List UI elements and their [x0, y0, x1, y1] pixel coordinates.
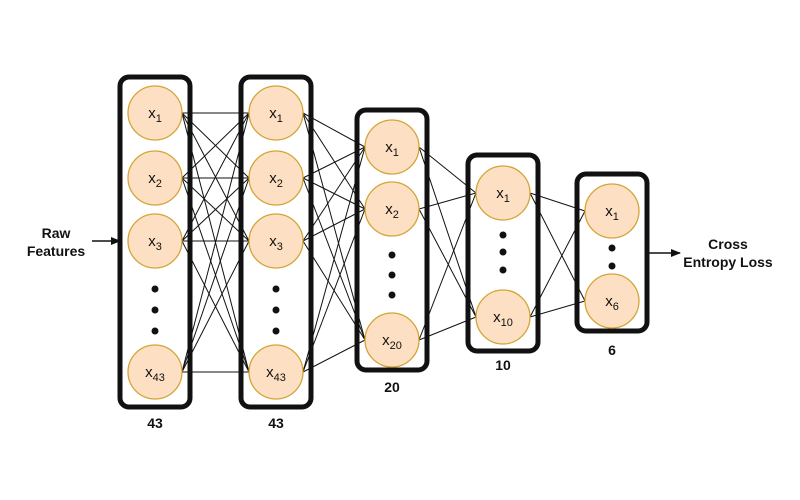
node-label-subscript: 2: [277, 178, 283, 190]
node-label-base: x: [605, 203, 613, 220]
layer-1-dot-1: [151, 285, 159, 293]
layer-1-size-label: 43: [147, 415, 163, 431]
layer-5-node-2-label: x6: [605, 293, 619, 313]
layer-2-size-label: 43: [268, 415, 284, 431]
layer-3-dot-3: [388, 291, 396, 299]
edge-l1-n2-to-l2-n1: [181, 112, 250, 179]
layer-4-dot-2: [499, 248, 507, 256]
layer-2-node-2: [248, 150, 304, 206]
layer-3-dot-1: [388, 251, 396, 259]
layer-2-node-1: [248, 85, 304, 141]
layer-4-node-1-label: x1: [496, 185, 510, 205]
layer-1-node-2: [127, 150, 183, 206]
layer-4-size-label: 10: [495, 357, 511, 373]
node-label-base: x: [266, 364, 274, 381]
node-label-base: x: [493, 309, 501, 326]
node-label-subscript: 20: [390, 340, 402, 352]
layer-5-node-1: [584, 183, 640, 239]
edge-l1-n3-to-l2-n2: [181, 177, 250, 242]
layer-2-node-3: [248, 213, 304, 269]
output-label-line: Cross: [708, 236, 748, 252]
node-label-subscript: 43: [153, 372, 165, 384]
output-label-line: Entropy Loss: [683, 254, 773, 270]
layer-4-node-2-label: x10: [493, 309, 513, 329]
layer-1-node-1-label: x1: [148, 105, 162, 125]
node-label-subscript: 43: [274, 372, 286, 384]
node-label-base: x: [382, 332, 390, 349]
layer-4-box: [465, 152, 541, 354]
layer-2-node-2-label: x2: [269, 170, 283, 190]
layer-1-node-4-label: x43: [145, 364, 165, 384]
node-label-base: x: [385, 139, 393, 156]
node-label-base: x: [269, 105, 277, 122]
layer-1-dot-2: [151, 306, 159, 314]
layer-3-node-2: [364, 181, 420, 237]
input-label-line: Raw: [42, 225, 71, 241]
layer-3-node-3: [364, 312, 420, 368]
layer-1-node-3: [127, 213, 183, 269]
layer-4-node-2: [475, 289, 531, 345]
layer-5-dot-2: [608, 262, 616, 270]
edge-l1-n4-to-l2-n1: [181, 112, 250, 373]
node-label-subscript: 1: [277, 113, 283, 125]
layer-2-node-4: [248, 344, 304, 400]
node-label-subscript: 1: [156, 113, 162, 125]
edge-l1-n4-to-l2-n2: [181, 177, 250, 373]
node-label-base: x: [148, 170, 156, 187]
layer-3-dot-2: [388, 271, 396, 279]
node-label-subscript: 1: [613, 211, 619, 223]
node-label-subscript: 1: [393, 147, 399, 159]
edge-l1-n3-to-l2-n1: [181, 112, 250, 242]
layer-4-node-1: [475, 165, 531, 221]
layer-3-node-1: [364, 119, 420, 175]
node-label-base: x: [269, 233, 277, 250]
layer-5-node-2: [584, 273, 640, 329]
layer-1-dot-3: [151, 327, 159, 335]
node-label-subscript: 6: [613, 301, 619, 313]
input-label-line: Features: [27, 243, 86, 259]
layer-2-node-1-label: x1: [269, 105, 283, 125]
layer-5-size-label: 6: [608, 342, 616, 358]
layer-3-size-label: 20: [384, 379, 400, 395]
node-label-subscript: 2: [393, 209, 399, 221]
layer-2-dot-3: [272, 327, 280, 335]
node-label-base: x: [605, 293, 613, 310]
node-label-subscript: 3: [277, 241, 283, 253]
node-label-base: x: [148, 105, 156, 122]
layer-3-node-3-label: x20: [382, 332, 402, 352]
layer-5-dot-1: [608, 244, 616, 252]
node-label-base: x: [269, 170, 277, 187]
node-label-base: x: [145, 364, 153, 381]
node-label-base: x: [385, 201, 393, 218]
layer-2-node-3-label: x3: [269, 233, 283, 253]
layer-1-node-1: [127, 85, 183, 141]
node-label-subscript: 10: [501, 317, 513, 329]
layer-1-node-2-label: x2: [148, 170, 162, 190]
layer-3-node-1-label: x1: [385, 139, 399, 159]
layer-1-node-4: [127, 344, 183, 400]
layer-2-dot-1: [272, 285, 280, 293]
node-label-subscript: 1: [504, 193, 510, 205]
layer-2-node-4-label: x43: [266, 364, 286, 384]
layer-3-box: [354, 107, 430, 373]
layer-4-dot-3: [499, 266, 507, 274]
layer-size-labels: 43 43 20 10 6: [147, 342, 616, 431]
layer-3-node-2-label: x2: [385, 201, 399, 221]
node-label-subscript: 2: [156, 178, 162, 190]
layer-2-box: [238, 74, 314, 410]
edge-l1-n4-to-l2-n3: [181, 240, 250, 373]
layer-1-node-3-label: x3: [148, 233, 162, 253]
layer-2-dot-2: [272, 306, 280, 314]
node-label-subscript: 3: [156, 241, 162, 253]
node-label-base: x: [148, 233, 156, 250]
node-label-base: x: [496, 185, 504, 202]
layer-5-node-1-label: x1: [605, 203, 619, 223]
layer-4-dot-1: [499, 231, 507, 239]
ellipsis-dots: [151, 231, 616, 335]
